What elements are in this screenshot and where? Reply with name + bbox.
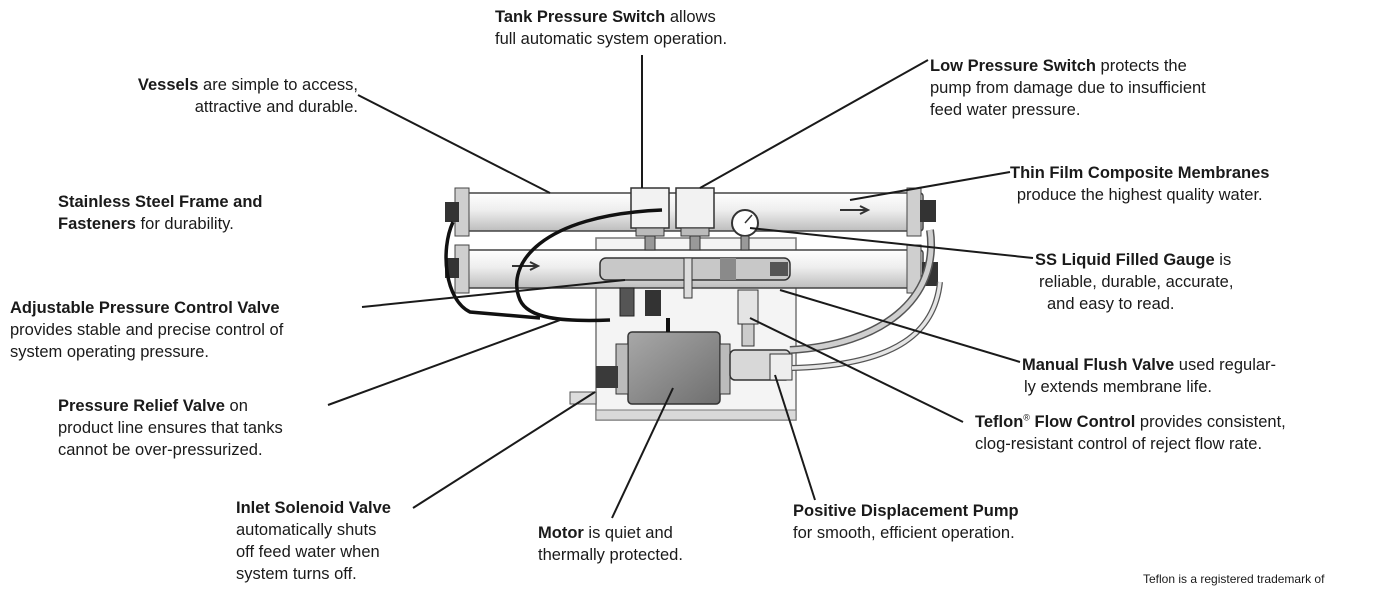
pressure-control-valve xyxy=(619,287,661,317)
callout-ss-gauge: SS Liquid Filled Gauge is reliable, dura… xyxy=(1035,249,1233,315)
callout-inlet-solenoid: Inlet Solenoid Valve automatically shuts… xyxy=(236,497,391,585)
teflon-flow-title-rest: Flow Control xyxy=(1029,413,1136,431)
leader-adjustable-valve xyxy=(361,279,626,308)
leader-teflon-flow xyxy=(749,317,964,423)
leader-lines xyxy=(327,55,1034,519)
low-pressure-switch-line2: pump from damage due to insufficient xyxy=(930,79,1206,97)
thin-film-title: Thin Film Composite Membranes xyxy=(1010,164,1270,182)
teflon-flow-line2: clog-resistant control of reject flow ra… xyxy=(975,435,1263,453)
adjustable-valve-title: Adjustable Pressure Control Valve xyxy=(10,299,280,317)
pump-line2: for smooth, efficient operation. xyxy=(793,524,1015,542)
ss-gauge-line3: and easy to read. xyxy=(1047,295,1175,313)
low-pressure-switch-line3: feed water pressure. xyxy=(930,101,1081,119)
leader-low-pressure-switch xyxy=(699,59,929,189)
adjustable-valve-line2: provides stable and precise control of xyxy=(10,321,284,339)
inlet-solenoid-line4: system turns off. xyxy=(236,565,357,583)
leader-motor xyxy=(611,387,674,519)
callout-manual-flush: Manual Flush Valve used regular- ly exte… xyxy=(1022,354,1276,398)
leader-inlet-solenoid xyxy=(412,391,596,509)
callout-thin-film: Thin Film Composite Membranes produce th… xyxy=(1010,162,1269,206)
leader-pump xyxy=(774,374,816,501)
trademark-footnote: Teflon is a registered trademark of xyxy=(1143,572,1325,586)
relief-valve-title: Pressure Relief Valve xyxy=(58,397,225,415)
low-pressure-switch xyxy=(675,187,715,251)
leader-relief-valve xyxy=(327,319,561,406)
manual-flush-text: used regular- xyxy=(1174,356,1277,374)
tank-pressure-switch-text: allows xyxy=(665,8,716,26)
manual-flush-line2: ly extends membrane life. xyxy=(1024,378,1213,396)
relief-valve-line3: cannot be over-pressurized. xyxy=(58,441,263,459)
leader-thin-film xyxy=(849,171,1011,201)
motor-text: is quiet and xyxy=(583,524,673,542)
callout-vessels: Vessels are simple to access, attractive… xyxy=(138,74,358,118)
vessels-line2: attractive and durable. xyxy=(194,98,358,116)
vessels-text: are simple to access, xyxy=(198,76,358,94)
tank-pressure-switch-line2: full automatic system operation. xyxy=(495,30,728,48)
registered-mark: ® xyxy=(1023,412,1030,423)
callout-stainless-frame: Stainless Steel Frame and Fasteners for … xyxy=(58,191,263,235)
tank-pressure-switch-title: Tank Pressure Switch xyxy=(495,8,666,26)
liquid-filled-gauge xyxy=(731,209,759,251)
manifold xyxy=(599,257,791,299)
callout-motor: Motor is quiet and thermally protected. xyxy=(538,522,683,566)
ss-gauge-line2: reliable, durable, accurate, xyxy=(1039,273,1234,291)
relief-valve-line2: product line ensures that tanks xyxy=(58,419,283,437)
displacement-pump xyxy=(729,349,793,381)
flow-control xyxy=(737,289,759,347)
pump-title: Positive Displacement Pump xyxy=(793,502,1019,520)
motor xyxy=(615,331,731,405)
motor-title: Motor xyxy=(538,524,584,542)
callout-pump: Positive Displacement Pump for smooth, e… xyxy=(793,500,1019,544)
ss-gauge-text: is xyxy=(1214,251,1232,269)
low-pressure-switch-text: protects the xyxy=(1095,57,1187,75)
stainless-frame-title: Stainless Steel Frame and xyxy=(58,193,263,211)
callout-relief-valve: Pressure Relief Valve on product line en… xyxy=(58,395,283,461)
hoses xyxy=(444,208,943,371)
teflon-flow-title: Teflon xyxy=(975,413,1024,431)
inlet-solenoid-line3: off feed water when xyxy=(236,543,380,561)
teflon-flow-text: provides consistent, xyxy=(1135,413,1286,431)
callout-adjustable-valve: Adjustable Pressure Control Valve provid… xyxy=(10,297,283,363)
low-pressure-switch-title: Low Pressure Switch xyxy=(930,57,1096,75)
relief-valve-text: on xyxy=(224,397,248,415)
callout-low-pressure-switch: Low Pressure Switch protects the pump fr… xyxy=(930,55,1206,121)
thin-film-line2: produce the highest quality water. xyxy=(1016,186,1263,204)
callout-tank-pressure-switch: Tank Pressure Switch allows full automat… xyxy=(495,6,727,50)
motor-line2: thermally protected. xyxy=(538,546,683,564)
ss-gauge-title: SS Liquid Filled Gauge xyxy=(1035,251,1215,269)
leader-manual-flush xyxy=(779,289,1021,363)
tank-pressure-switch xyxy=(630,187,670,251)
vessels-title: Vessels xyxy=(137,76,199,94)
stainless-frame-text: for durability. xyxy=(135,215,234,233)
leader-vessels xyxy=(357,94,551,194)
inlet-solenoid-line2: automatically shuts xyxy=(236,521,377,539)
leader-ss-gauge xyxy=(749,227,1034,259)
manual-flush-title: Manual Flush Valve xyxy=(1022,356,1175,374)
stainless-frame-title2: Fasteners xyxy=(58,215,136,233)
inlet-solenoid-title: Inlet Solenoid Valve xyxy=(236,499,391,517)
adjustable-valve-line3: system operating pressure. xyxy=(10,343,210,361)
callout-teflon-flow: Teflon® Flow Control provides consistent… xyxy=(975,411,1286,455)
